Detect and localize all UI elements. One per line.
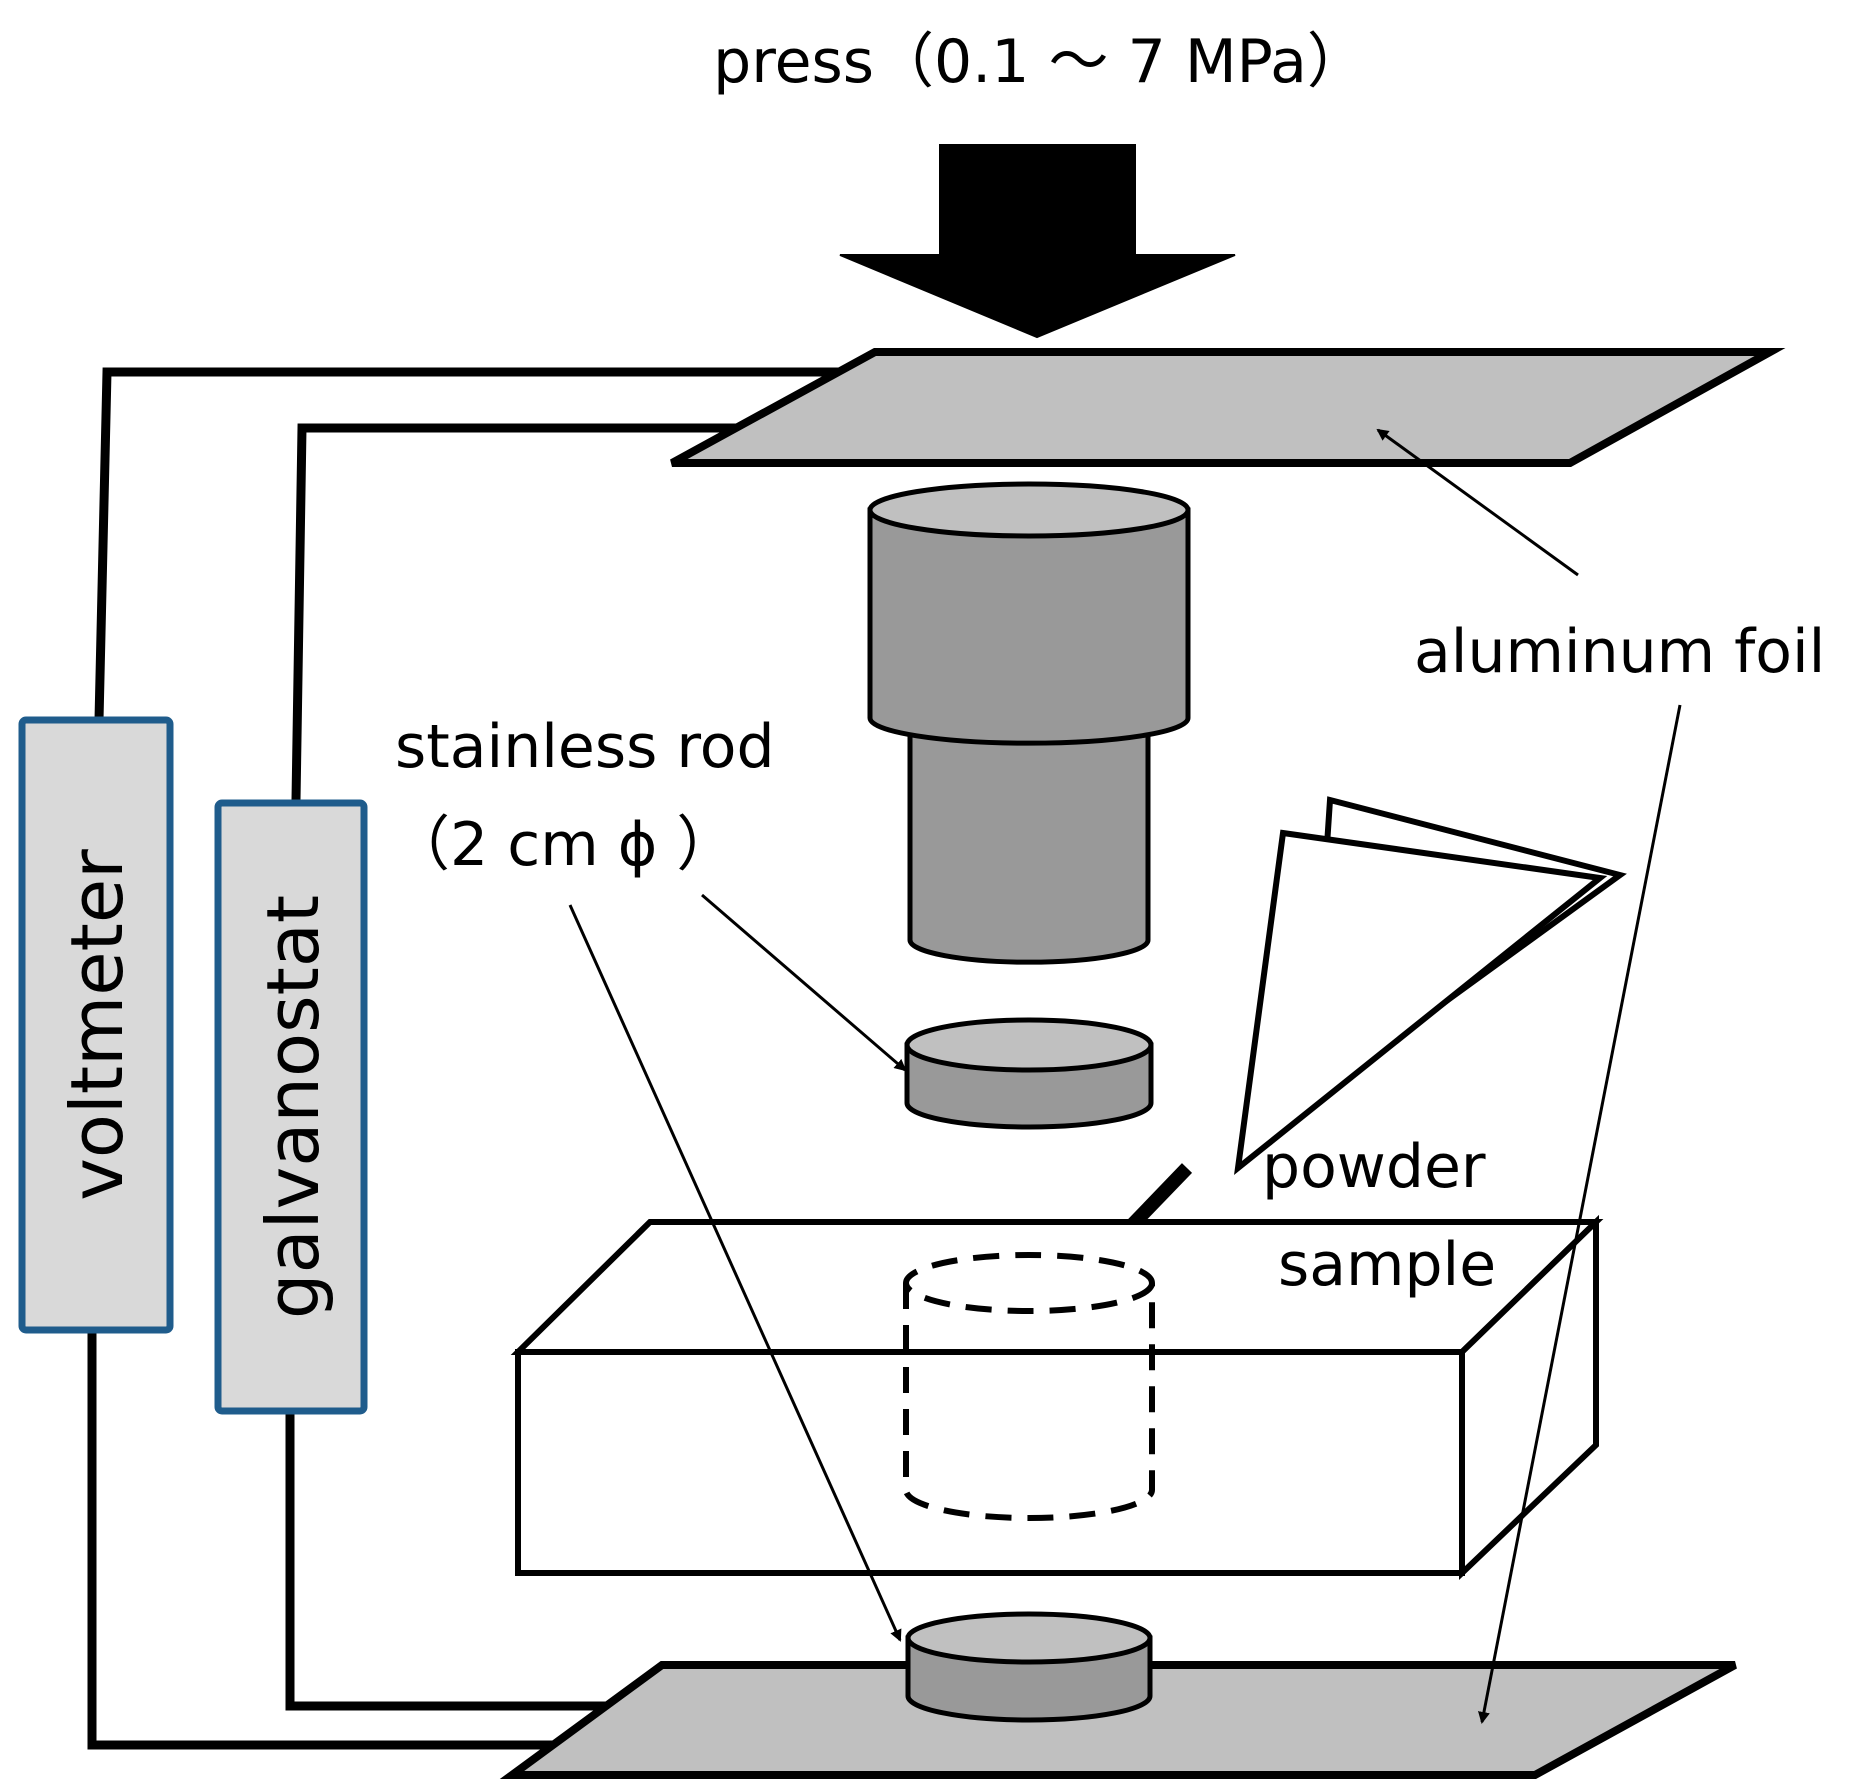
voltmeter-box: voltmeter [18,716,174,1334]
paper-front-sheet [1234,829,1608,1176]
voltmeter-wire-top [94,367,877,721]
upper-small-disk [904,1017,1154,1130]
upper-stainless-rod [867,481,1191,965]
stainless-rod-label: stainless rod [395,712,775,782]
foil-arrow-bottom [1478,704,1682,1724]
press-label: press（0.1 ～ 7 MPa） [713,27,1367,97]
galvanostat-wire-top [291,423,822,801]
powder-paper [1234,796,1627,1176]
top-aluminum-foil [670,348,1786,467]
galvanostat-box: galvanostat [214,799,368,1415]
stainless-rod-diameter-label: （2 cm ϕ ） [390,810,736,880]
die-front-face [515,1349,1465,1576]
bottom-aluminum-foil [499,1661,1737,1779]
lower-small-disk [905,1611,1153,1723]
rod-arrow-upper-disk [701,893,907,1072]
powder-label: powder [1262,1132,1486,1202]
die-hole-dashed [903,1252,1155,1521]
annotation-arrows [568,428,1682,1724]
upper-rod-wide-body [867,507,1191,746]
press-arrow [839,144,1236,339]
voltmeter-wire-bottom [87,1328,670,1750]
rod-arrow-lower-disk [568,904,902,1642]
upper-rod-top-face [867,481,1191,539]
galvanostat-wire-bottom [285,1408,715,1711]
upper-rod-narrow-body [907,717,1151,965]
sample-label: sample [1278,1230,1496,1300]
foil-arrow-top [1376,428,1579,577]
wires [87,367,877,1750]
aluminum-foil-label: aluminum foil [1414,617,1825,687]
upper-disk-top [904,1017,1154,1073]
galvanostat-label: galvanostat [251,895,335,1319]
voltmeter-label: voltmeter [55,849,139,1201]
lower-disk-top [905,1611,1153,1665]
